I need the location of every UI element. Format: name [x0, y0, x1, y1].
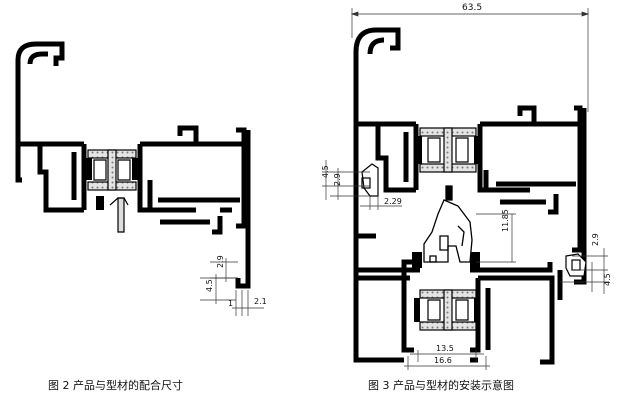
dim-13-5-label: 13.5 — [436, 344, 454, 353]
dim-4-5-label: 4.5 — [205, 279, 214, 292]
dim-16-6-label: 16.6 — [434, 356, 452, 365]
figure-3-dimensions — [322, 160, 608, 370]
figure-3-left-seal — [361, 163, 379, 197]
figure-2-profile — [15, 41, 251, 289]
figure-3-clips — [412, 136, 480, 322]
dim-2-9-label: 2.9 — [216, 255, 225, 268]
figure-2-dimensions — [200, 258, 264, 316]
figure-3-center-lock — [423, 185, 473, 263]
figure-2-gaskets — [87, 149, 137, 233]
dim-63-5-label: 63.5 — [462, 3, 482, 13]
figure-3-caption: 图 3 产品与型材的安装示意图 — [368, 379, 514, 392]
figure-2-clips — [86, 158, 138, 210]
dim-2-1-label: 2.1 — [254, 297, 267, 306]
dim-11-85-label: 11.85 — [501, 209, 510, 232]
dim-4-5-left-label: 4.5 — [321, 165, 330, 178]
figure-3-profile — [353, 27, 587, 365]
dim-4-5-right-label: 4.5 — [603, 273, 612, 286]
dim-2-9-right-label: 2.9 — [591, 233, 600, 246]
dim-1-label: 1 — [228, 299, 233, 308]
figure-3-overall-dimension — [350, 8, 590, 112]
figure-3-gaskets — [419, 127, 477, 331]
dim-2-29-label: 2.29 — [384, 197, 402, 206]
dim-2-9-left-label: 2.9 — [333, 173, 342, 186]
figure-2-caption: 图 2 产品与型材的配合尺寸 — [48, 379, 183, 392]
